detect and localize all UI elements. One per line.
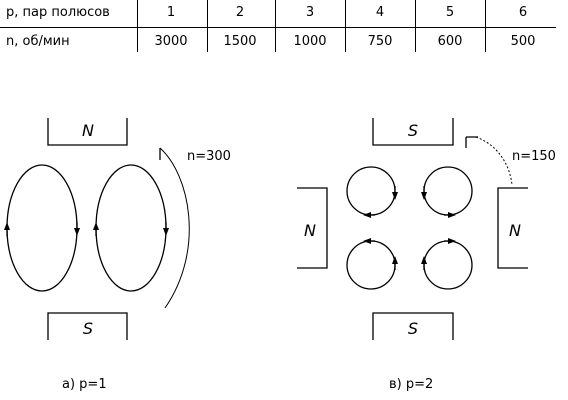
pole-label-top: N — [82, 121, 94, 140]
table-cell-speed: 1000 — [293, 34, 327, 49]
pole-piece-bottom — [47, 312, 128, 340]
table-column-divider — [137, 0, 138, 52]
diagram-caption: а) p=1 — [62, 377, 107, 392]
table-cell-poles: 2 — [235, 5, 245, 20]
table-cell-speed: 3000 — [154, 34, 188, 49]
speed-label: n=150 — [512, 149, 556, 164]
flux-loop-left — [6, 164, 78, 292]
rotation-arc — [475, 136, 513, 186]
table-column-divider — [345, 0, 346, 52]
table-row-divider — [0, 27, 556, 28]
pole-label-left: N — [304, 221, 316, 240]
pole-piece-bottom — [372, 312, 454, 340]
speed-label: n=300 — [187, 149, 231, 164]
pole-label-top: S — [408, 121, 418, 140]
table-cell-poles: 5 — [445, 5, 455, 20]
table-column-divider — [207, 0, 208, 52]
table-column-divider — [275, 0, 276, 52]
pole-piece-right — [497, 187, 528, 269]
pole-label-bottom: S — [83, 319, 93, 338]
table-header-speed: n, об/мин — [6, 34, 70, 49]
table-header-poles: p, пар полюсов — [6, 5, 110, 20]
flux-loop-bottom-right — [423, 240, 473, 290]
rotation-arc — [159, 147, 190, 309]
flux-loop-right — [95, 164, 167, 292]
table-column-divider — [415, 0, 416, 52]
table-cell-poles: 4 — [375, 5, 385, 20]
pole-label-right: N — [509, 221, 521, 240]
rotation-arc-tick — [465, 136, 478, 148]
table-cell-poles: 6 — [518, 5, 528, 20]
pole-label-bottom: S — [408, 319, 418, 338]
diagram-a — [4, 118, 190, 340]
table-cell-speed: 750 — [367, 34, 393, 49]
table-column-divider — [485, 0, 486, 52]
table-cell-speed: 600 — [437, 34, 463, 49]
diagram-b — [297, 118, 528, 340]
pole-piece-top — [47, 118, 128, 146]
table-cell-poles: 1 — [166, 5, 176, 20]
table-cell-speed: 500 — [510, 34, 536, 49]
flux-loop-bottom-left — [346, 240, 396, 290]
table-cell-speed: 1500 — [223, 34, 257, 49]
pole-piece-top — [372, 118, 454, 146]
table-cell-poles: 3 — [305, 5, 315, 20]
pole-piece-left — [297, 187, 328, 269]
flux-loop-top-left — [346, 166, 396, 216]
flux-loop-top-right — [423, 166, 473, 216]
diagram-caption: в) p=2 — [389, 377, 433, 392]
